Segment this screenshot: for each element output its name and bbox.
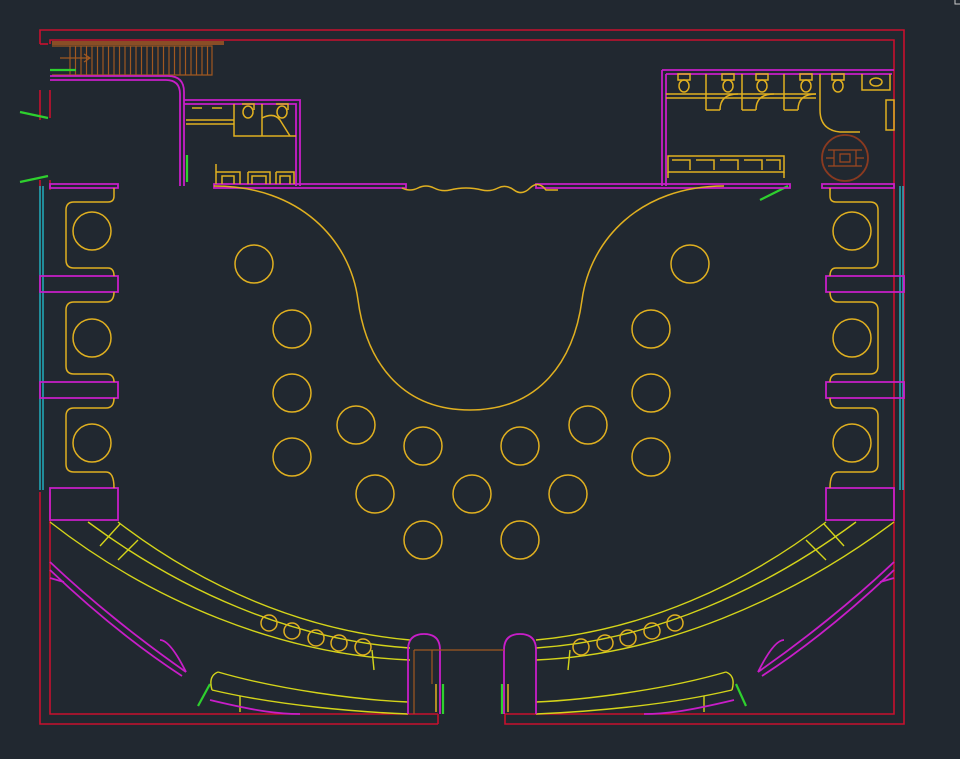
toilet-tank — [799, 73, 813, 81]
toilet-bowl — [678, 79, 690, 93]
toilet-tank — [721, 73, 735, 81]
entrance — [407, 633, 537, 714]
left-booths — [39, 186, 119, 521]
bar-stool — [354, 638, 372, 656]
left-partitions — [49, 75, 895, 189]
right-restroom — [661, 69, 895, 186]
bar-stool — [643, 622, 661, 640]
bar-stool — [283, 622, 301, 640]
outer-walls — [39, 29, 905, 725]
dining-table — [631, 309, 671, 349]
toilet-tank — [755, 73, 769, 81]
stall-door-swing — [797, 93, 817, 111]
toilet-bowl — [722, 79, 734, 93]
dining-table — [336, 405, 376, 445]
dining-table — [548, 474, 588, 514]
dining-table — [568, 405, 608, 445]
dining-table — [234, 244, 274, 284]
booth-table — [72, 423, 112, 463]
booth-table — [832, 318, 872, 358]
right-booths — [825, 186, 905, 521]
staircase — [52, 41, 224, 76]
bar-stool — [666, 614, 684, 632]
booth-table — [832, 423, 872, 463]
door-leaves — [19, 68, 789, 714]
bar-stool — [330, 634, 348, 652]
dining-table — [403, 426, 443, 466]
dining-table — [403, 520, 443, 560]
accessibility-symbol — [821, 134, 869, 182]
bar-stool — [260, 614, 278, 632]
dining-table — [452, 474, 492, 514]
dining-table — [500, 426, 540, 466]
bar-stools — [260, 614, 684, 656]
dining-table — [272, 373, 312, 413]
counter-curtain — [401, 183, 558, 194]
toilet-tank — [677, 73, 691, 81]
stage-curve — [213, 185, 725, 411]
dining-table — [272, 437, 312, 477]
booth-table — [72, 211, 112, 251]
toilet-bowl — [800, 79, 812, 93]
toilet-bowl — [756, 79, 768, 93]
booth-tables — [72, 211, 872, 463]
bottom-seating — [49, 521, 895, 715]
booth-table — [832, 211, 872, 251]
dining-table — [272, 309, 312, 349]
toilet-bowl — [832, 79, 844, 93]
dining-table — [631, 373, 671, 413]
left-restroom — [186, 103, 296, 184]
dining-table — [670, 244, 710, 284]
bar-stool — [596, 634, 614, 652]
toilet-tank — [831, 73, 845, 81]
dining-table — [631, 437, 671, 477]
dining-tables — [234, 244, 710, 560]
stall-door-swing — [755, 93, 775, 111]
stall-door-swing — [719, 93, 739, 111]
urinals — [215, 164, 295, 184]
bar-stool — [619, 629, 637, 647]
dining-table — [500, 520, 540, 560]
bar-stool — [572, 638, 590, 656]
corner-marker — [954, 0, 960, 5]
bar-stool — [307, 629, 325, 647]
dining-table — [355, 474, 395, 514]
booth-table — [72, 318, 112, 358]
